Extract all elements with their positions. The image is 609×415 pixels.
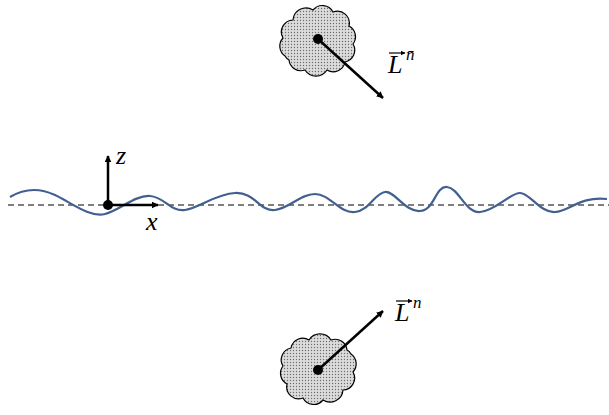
superscript: n̄ xyxy=(406,46,415,63)
vector-label: L xyxy=(395,300,409,326)
superscript: n xyxy=(413,294,422,311)
x-axis xyxy=(108,204,158,207)
origin-dot xyxy=(103,200,113,210)
cloud xyxy=(280,6,356,77)
vector-label: L xyxy=(388,52,402,78)
z-axis xyxy=(107,156,110,205)
vector-arrow xyxy=(318,39,383,98)
wavy-surface xyxy=(10,187,607,215)
vector-arrow xyxy=(318,311,383,370)
axis-label: x xyxy=(146,209,158,235)
reference-line xyxy=(8,204,609,205)
axis-label: z xyxy=(116,143,126,169)
